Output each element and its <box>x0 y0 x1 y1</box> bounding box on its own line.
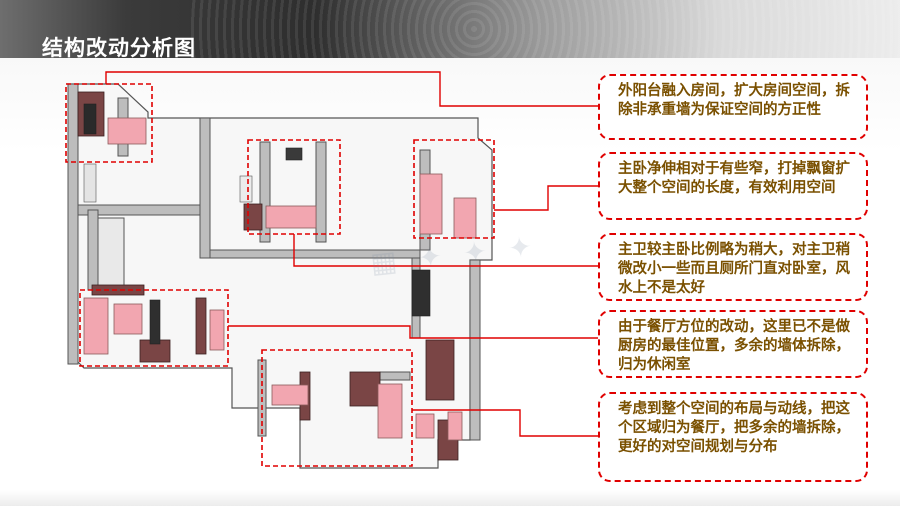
note-balcony: 外阳台融入房间，扩大房间空间，拆除非承重墙为保证空间的方正性 <box>598 74 868 140</box>
header-band <box>0 0 900 58</box>
connector-5 <box>412 409 598 437</box>
connector-3 <box>293 234 598 267</box>
region-balcony <box>65 83 153 163</box>
region-leisure-room <box>79 289 229 367</box>
note-master-bedroom-text: 主卧净伸相对于有些窄，打掉飘窗扩大整个空间的长度，有效利用空间 <box>618 160 850 196</box>
note-master-bedroom: 主卧净伸相对于有些窄，打掉飘窗扩大整个空间的长度，有效利用空间 <box>598 152 868 220</box>
connector-2 <box>494 185 598 211</box>
connector-1 <box>105 71 598 107</box>
region-master-bath <box>413 139 495 239</box>
plan-details <box>83 103 431 345</box>
demolished-walls <box>83 117 477 441</box>
note-leisure-room: 由于餐厅方位的改动，这里已不是做厨房的最佳位置，多余的墙体拆除，归为休闲室 <box>598 310 868 378</box>
connector-4 <box>228 325 598 339</box>
note-dining: 考虑到整个空间的布局与动线，把这个区域归为餐厅，把多余的墙拆除，更好的对空间规划… <box>598 392 868 482</box>
note-master-bath: 主卫较主卧比例略为稍大，对主卫稍微改小一些而且厕所门直对卧室，风水上不是太好 <box>598 233 868 301</box>
note-leisure-room-text: 由于餐厅方位的改动，这里已不是做厨房的最佳位置，多余的墙体拆除，归为休闲室 <box>618 318 850 373</box>
footer-strip <box>0 490 900 506</box>
note-master-bath-text: 主卫较主卧比例略为稍大，对主卫稍微改小一些而且厕所门直对卧室，风水上不是太好 <box>618 241 850 296</box>
region-dining <box>261 349 413 467</box>
page-title: 结构改动分析图 <box>42 36 196 60</box>
connector-lines <box>105 71 598 437</box>
note-balcony-text: 外阳台融入房间，扩大房间空间，拆除非承重墙为保证空间的方正性 <box>618 82 850 118</box>
note-dining-text: 考虑到整个空间的布局与动线，把这个区域归为餐厅，把多余的墙拆除，更好的对空间规划… <box>618 400 850 455</box>
